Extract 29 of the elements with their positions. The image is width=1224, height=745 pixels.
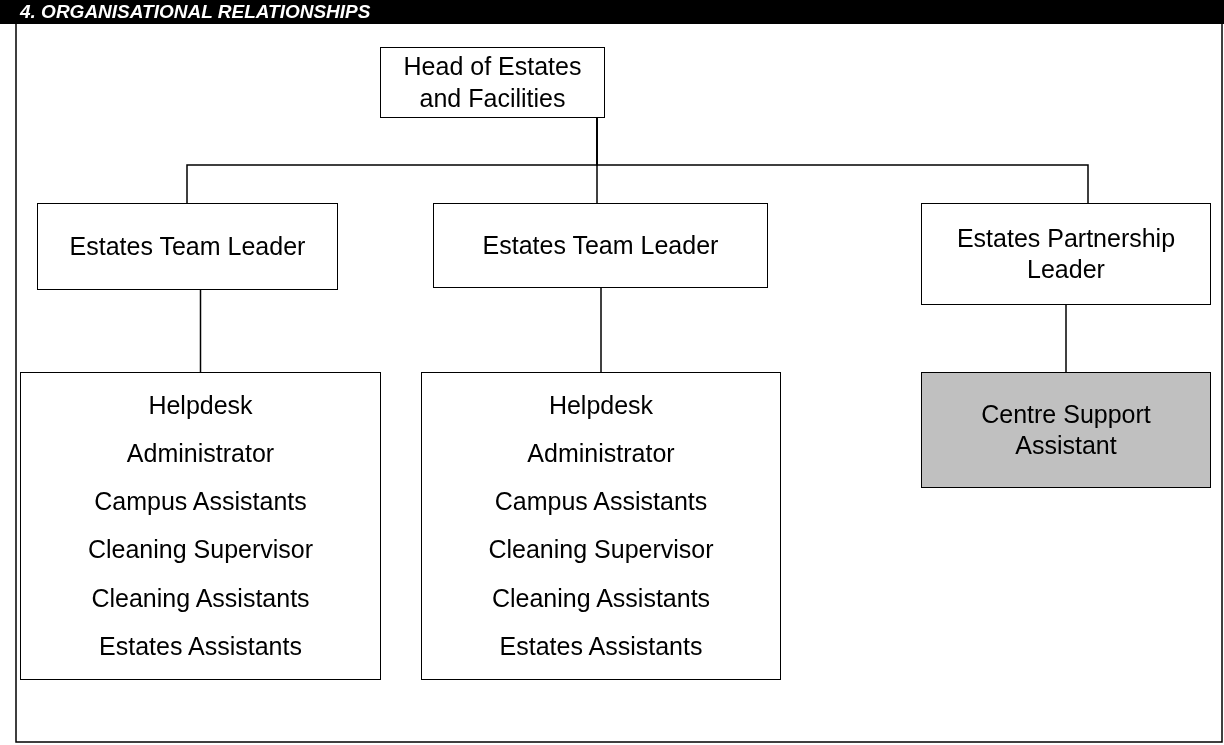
role-title: Campus Assistants: [493, 486, 709, 518]
connector-line: [596, 117, 1089, 204]
role-title: Estates Assistants: [498, 630, 704, 662]
staff-list-box: [421, 372, 781, 680]
role-title: Estates Assistants: [98, 630, 303, 662]
role-box: [921, 203, 1211, 305]
connector-line: [1065, 304, 1067, 373]
connector-line: [199, 289, 202, 373]
role-title: Centre Support Assistant: [980, 398, 1152, 461]
role-box: [380, 47, 605, 118]
staff-list-box: [20, 372, 381, 680]
role-title: Administrator: [125, 438, 276, 470]
role-title: Cleaning Supervisor: [86, 534, 315, 566]
role-box: [37, 203, 338, 290]
role-title: Cleaning Assistants: [90, 582, 311, 614]
role-title: Cleaning Assistants: [490, 582, 712, 614]
section-heading: 4. ORGANISATIONAL RELATIONSHIPS: [0, 0, 1224, 24]
connector-line: [600, 287, 602, 373]
role-title: Head of Estates and Facilities: [402, 51, 583, 114]
role-box: [433, 203, 768, 288]
role-title: Estates Team Leader: [68, 230, 307, 262]
role-box: [921, 372, 1211, 488]
role-title: Estates Team Leader: [481, 229, 720, 261]
role-title: Campus Assistants: [93, 486, 308, 518]
role-title: Estates Partnership Leader: [955, 222, 1177, 285]
role-title: Administrator: [526, 438, 676, 470]
role-title: Cleaning Supervisor: [487, 534, 715, 566]
role-title: Helpdesk: [547, 389, 655, 421]
role-title: Helpdesk: [147, 389, 254, 421]
